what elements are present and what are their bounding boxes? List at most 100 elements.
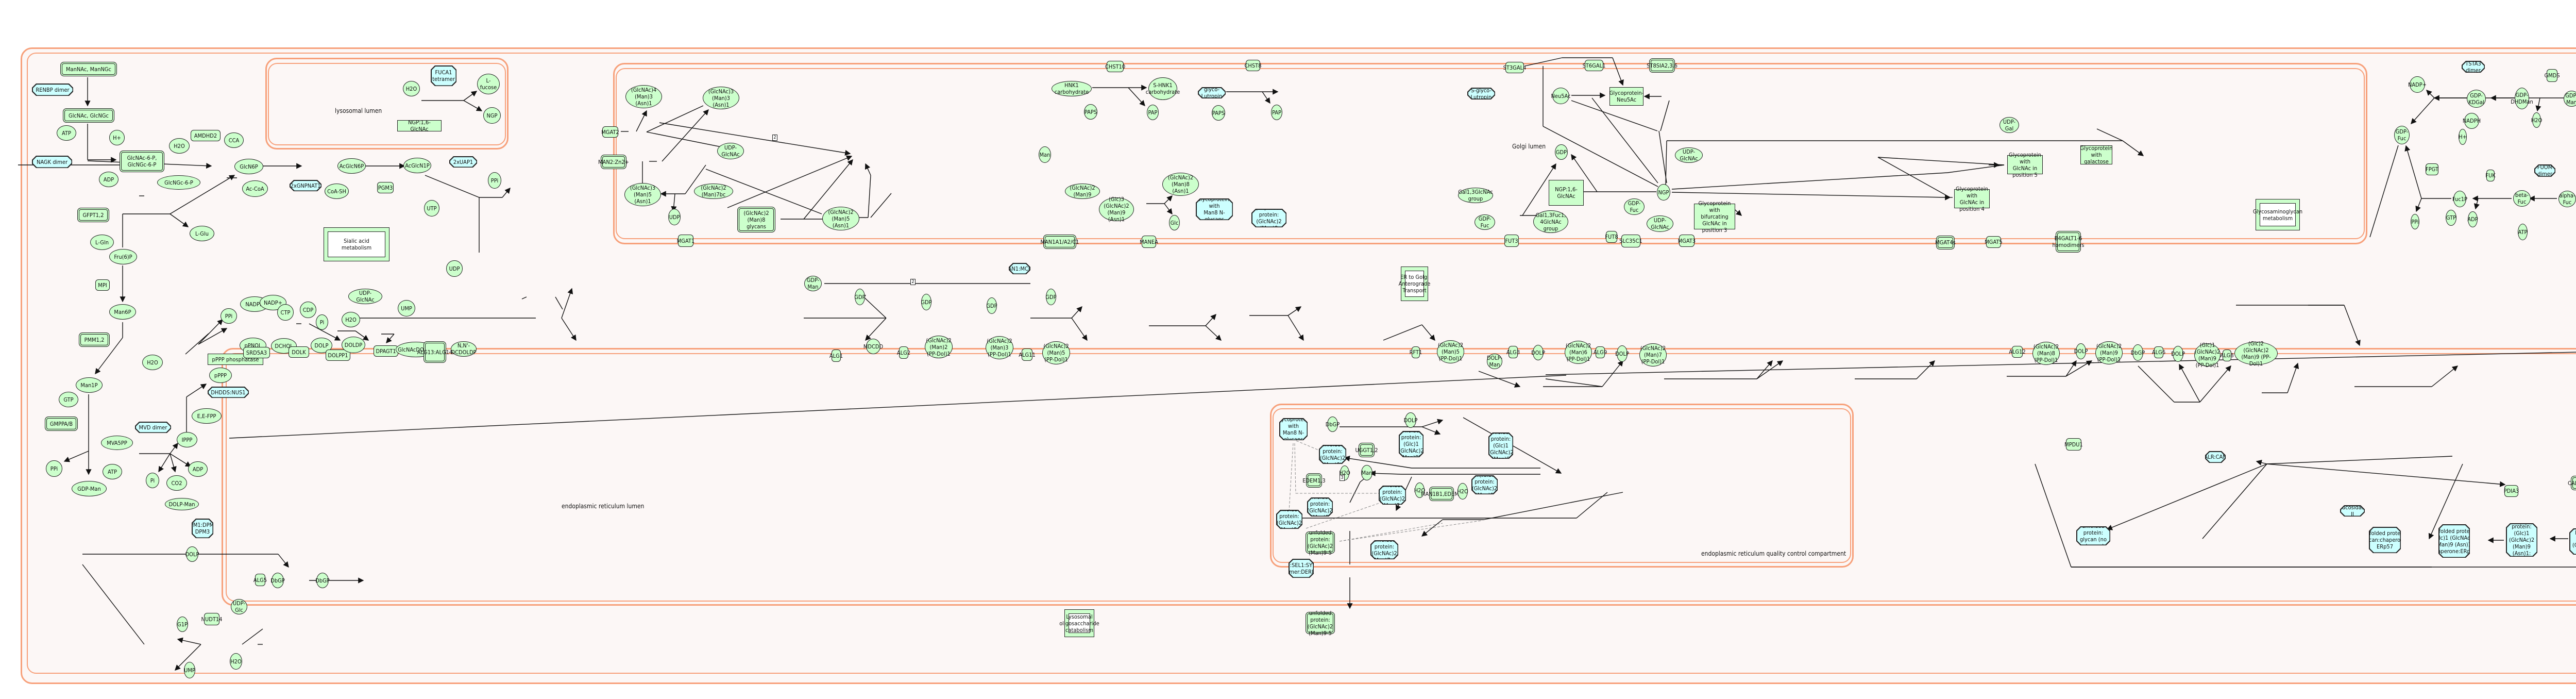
node-g-man7pp[interactable]: (GlcNAc)2 (Man)7 (PP-Dol)1 bbox=[1639, 343, 1667, 367]
node-ngp-g[interactable]: NGP bbox=[1657, 184, 1670, 201]
pathway-sialic-acid[interactable]: Sialic acid metabolism bbox=[324, 227, 389, 261]
node-srd5a3[interactable]: SRD5A3 bbox=[243, 347, 270, 358]
node-man1a[interactable]: MAN1A1/A2/C1 bbox=[1041, 235, 1079, 249]
node-udpglcnac1[interactable]: UDP-GlcNAc bbox=[348, 289, 382, 304]
node-gdpman1[interactable]: GDP-Man bbox=[72, 481, 107, 496]
node-acglcn6p[interactable]: AcGlcN6P bbox=[337, 158, 366, 174]
node-gmds[interactable]: GMDS bbox=[2544, 69, 2560, 82]
node-q-unf-man8c[interactable]: unfolded protein: (GlcNAc)2 (Man)8c bbox=[1277, 511, 1302, 528]
node-h2o1[interactable]: H2O bbox=[169, 138, 190, 154]
node-gp-pos4[interactable]: Glycoprotein with GlcNAc in position 4 bbox=[1954, 186, 1990, 212]
node-alg2[interactable]: ALG2 bbox=[897, 346, 910, 359]
node-mgat1[interactable]: MGAT1 bbox=[677, 235, 694, 247]
node-dolp6[interactable]: DOLP bbox=[2171, 346, 2185, 362]
node-q-h2o2[interactable]: H2O bbox=[1414, 482, 1425, 498]
node-unf-noglc[interactable]: unfolded protein: glycan (no glucose) bbox=[2077, 527, 2110, 545]
node-h2o2[interactable]: H2O bbox=[142, 355, 163, 370]
node-unf-glc1[interactable]: unfolded protein: (Glc)1 (GlcNAc)2 (Man)… bbox=[2570, 529, 2576, 554]
node-mdcdd[interactable]: MDCDD bbox=[863, 339, 883, 354]
node-mgat2[interactable]: MGAT2 bbox=[601, 126, 619, 138]
node-alg3[interactable]: ALG3 bbox=[1506, 346, 1520, 358]
node-st6gal1[interactable]: ST6GAL1 bbox=[1583, 60, 1605, 71]
node-alg8[interactable]: ALG8 bbox=[2220, 350, 2234, 361]
node-alphafuc[interactable]: alpha-Fuc bbox=[2558, 191, 2576, 207]
node-amdhd2[interactable]: AMDHD2 bbox=[191, 130, 221, 141]
node-lgln[interactable]: L-Gln bbox=[90, 235, 114, 250]
node-q-gp-man8[interactable]: Glycoproteins with Man8 N-glycans bbox=[1276, 415, 1311, 443]
node-fut3[interactable]: FUT3 bbox=[1504, 235, 1519, 247]
node-coash[interactable]: CoA-SH bbox=[325, 184, 349, 199]
node-pi2[interactable]: Pi bbox=[316, 314, 328, 330]
node-tsta3[interactable]: TSTA3 dimer bbox=[2463, 62, 2484, 72]
node-g-man8asn[interactable]: (GlcNAc)2 (Man)8 (Asn)1 bbox=[1162, 173, 1199, 196]
node-pap2[interactable]: PAP bbox=[1271, 105, 1282, 120]
node-gfpt[interactable]: GFPT1,2 bbox=[77, 208, 109, 222]
node-q-unf-man8b[interactable]: unfolded protein: (GlcNAc)2 (Man)8b bbox=[1320, 446, 1346, 463]
node-paps2[interactable]: PAPS bbox=[1212, 105, 1225, 121]
node-g-man3pp[interactable]: (GlcNAc)2 (Man)3 (PP-Dol)1 bbox=[986, 336, 1013, 359]
node-unf-glc1-chap[interactable]: unfolded protein: (Glc)1 (GlcNAc)2 (Man)… bbox=[2507, 524, 2537, 556]
node-doldp[interactable]: DOLDP bbox=[342, 337, 365, 353]
node-g-glcnac3man3[interactable]: (GlcNAc)3 (Man)3 (Asn)1 bbox=[703, 87, 739, 109]
node-gdp3[interactable]: GDP bbox=[986, 297, 997, 314]
node-udpgal[interactable]: UDP-Gal bbox=[1999, 117, 2019, 133]
node-q-h2o3[interactable]: H2O bbox=[1457, 483, 1468, 500]
node-fru6p[interactable]: Fru(6)P bbox=[109, 249, 137, 264]
node-pgm3[interactable]: PGM3 bbox=[377, 182, 394, 193]
node-alg13[interactable]: ALG13:ALG14 bbox=[417, 341, 452, 363]
node-dolp5[interactable]: DOLP bbox=[2074, 343, 2088, 359]
node-fuom[interactable]: FUOM dimer bbox=[2535, 165, 2555, 176]
node-gal13[interactable]: Gal1,3GlcNAc group bbox=[1458, 188, 1493, 203]
node-hplus1[interactable]: H+ bbox=[109, 130, 125, 145]
node-cdp[interactable]: CDP bbox=[300, 302, 316, 318]
node-dbgp2[interactable]: DbGP bbox=[315, 573, 330, 588]
node-gdpdhdman[interactable]: GDP- DHDMan bbox=[2511, 88, 2533, 109]
node-man1p[interactable]: Man1P bbox=[76, 377, 103, 393]
node-unf-glc1-erp57[interactable]: unfolded protein: (Glc)1 (GlcNAc)2 (Man)… bbox=[2439, 525, 2469, 557]
node-h2o5[interactable]: H2O bbox=[2531, 112, 2542, 128]
node-gdpfuc-g2[interactable]: GDP-Fuc bbox=[1624, 198, 1645, 215]
node-hplus2[interactable]: H+ bbox=[2459, 129, 2467, 145]
node-fuc1p[interactable]: Fuc1P bbox=[2452, 191, 2467, 207]
node-ppi2[interactable]: PPi bbox=[221, 308, 237, 324]
node-glcn6p[interactable]: GlcN6P bbox=[234, 159, 263, 174]
node-gdpman3[interactable]: GDP-Man bbox=[804, 276, 822, 291]
node-gp-neu5ac[interactable]: Glycoprotein- Neu5Ac bbox=[1609, 87, 1643, 106]
node-betafuc[interactable]: beta-Fuc bbox=[2513, 190, 2531, 207]
node-dbgp1[interactable]: DbGP bbox=[270, 573, 285, 588]
node-g-man7bc[interactable]: (GlcNAc)2 (Man)7bc bbox=[694, 184, 733, 199]
node-mpdu1[interactable]: MPDU1 bbox=[2064, 438, 2083, 451]
node-q-dbgp[interactable]: DbGP bbox=[1326, 417, 1340, 432]
node-chst8[interactable]: CHST8 bbox=[1245, 60, 1262, 71]
node-lys-ngp[interactable]: NGP bbox=[483, 107, 501, 124]
node-lman1[interactable]: LMAN1:MCFD2 bbox=[1010, 264, 1030, 274]
node-lys-h2o[interactable]: H2O bbox=[403, 81, 420, 96]
node-os9[interactable]: OS9:SEL1:SYVN1 dimer:DERL2 bbox=[1290, 560, 1313, 577]
node-mpi[interactable]: MPI bbox=[95, 279, 110, 291]
node-unf-chap-erp57[interactable]: unfolded protein: glycan:chaperone: ERp5… bbox=[2370, 528, 2400, 553]
node-dhdds[interactable]: DHDDS:NUS1 bbox=[209, 388, 248, 397]
node-gtp2[interactable]: GTP bbox=[2446, 210, 2456, 226]
node-q-unf-glc1man9[interactable]: unfolded protein: (Glc)1 (GlcNAc)2 (Man)… bbox=[1489, 434, 1513, 458]
node-g-man8glycans[interactable]: (GlcNAc)2 (Man)8 glycans bbox=[737, 207, 775, 232]
node-g1p[interactable]: G1P bbox=[177, 617, 188, 632]
node-dpagt1[interactable]: DPAGT1 bbox=[374, 345, 398, 357]
node-alg12[interactable]: ALG12 bbox=[2009, 346, 2026, 358]
node-q-unf-man5[interactable]: unfolded protein: (GlcNAc)2 (Man)5 bbox=[1308, 498, 1332, 516]
node-glc-g[interactable]: Glc bbox=[1169, 215, 1180, 230]
node-pdia3[interactable]: PDIA3 bbox=[2504, 485, 2519, 497]
node-slc35c1[interactable]: SLC35C1 bbox=[1619, 235, 1642, 247]
node-dbgp3[interactable]: DbGP bbox=[2131, 344, 2145, 361]
node-gmppa[interactable]: GMPPA/B bbox=[45, 417, 78, 431]
node-mgat3[interactable]: MGAT3 bbox=[1678, 235, 1696, 247]
node-alg11[interactable]: ALG11 bbox=[1019, 348, 1036, 361]
node-g-man8pp[interactable]: (GlcNAc)2 (Man)8 (PP-Dol)1 bbox=[2032, 342, 2060, 365]
node-shnk1[interactable]: S-HNK1 carbohydrate bbox=[1146, 77, 1180, 100]
node-man2[interactable]: MAN2:Zn2+ bbox=[598, 155, 629, 169]
node-adp2[interactable]: ADP bbox=[188, 461, 208, 477]
node-gp-pos5[interactable]: Glycoprotein with GlcNAc in position 5 bbox=[2007, 152, 2043, 178]
node-ippp[interactable]: IPPP bbox=[177, 432, 197, 447]
node-gal13fuc[interactable]: Gal1,3Fuc1, 4GlcNAc group bbox=[1533, 210, 1568, 233]
node-edem13[interactable]: EDEM1,3 bbox=[1302, 473, 1326, 488]
node-sglycolutropin[interactable]: S-glyco-Lutropin bbox=[1468, 89, 1495, 99]
